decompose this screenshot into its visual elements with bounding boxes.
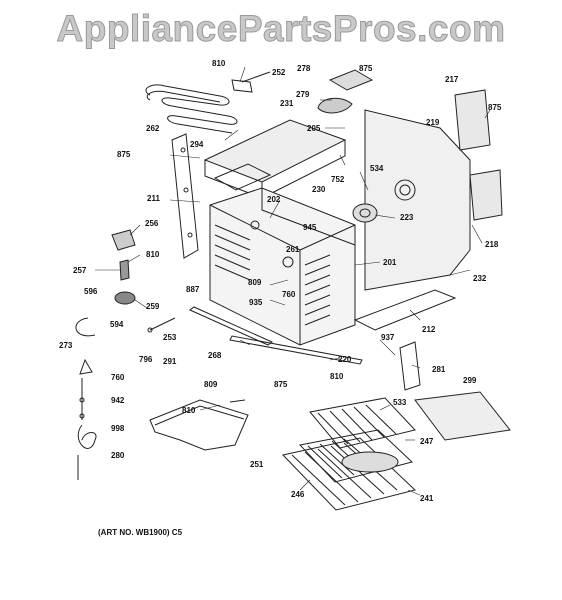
part-label: 273 [59,341,73,350]
broiler-pan [414,391,511,441]
left-bracket [171,133,199,259]
part-label: 809 [204,380,218,389]
part-label: 596 [84,287,98,296]
part-label: 201 [383,258,397,267]
part-label: 291 [163,357,177,366]
part-label: 810 [330,372,344,381]
part-label: 279 [296,90,310,99]
part-label: 251 [250,460,264,469]
part-label: 294 [190,140,204,149]
part-label: 594 [110,320,124,329]
part-label: 212 [422,325,436,334]
watermark-text: AppliancePartsPros.com [56,8,506,50]
rear-wall [364,109,471,291]
part-label: 262 [146,124,160,133]
convection-fan [352,203,378,223]
part-label: 935 [249,298,263,307]
part-label: 205 [307,124,321,133]
broil-element [145,71,271,134]
part-label: 887 [186,285,200,294]
part-label: 281 [432,365,446,374]
part-label: 533 [393,398,407,407]
part-label: 253 [163,333,177,342]
part-label: 942 [111,396,125,405]
part-label: 257 [73,266,87,275]
door-hinge [399,341,421,391]
part-label: 217 [445,75,459,84]
part-label: 945 [303,223,317,232]
part-label: 256 [145,219,159,228]
part-label: 218 [485,240,499,249]
part-label: 278 [297,64,311,73]
part-label: 230 [312,185,326,194]
part-label: 937 [381,333,395,342]
part-label: 280 [111,451,125,460]
part-label: 875 [274,380,288,389]
part-label: 810 [146,250,160,259]
top-panel [203,119,347,199]
part-label: 534 [370,164,384,173]
part-label: 202 [267,195,281,204]
trim-strips [189,306,363,365]
part-label: 796 [139,355,153,364]
part-label: 259 [146,302,160,311]
part-label: 809 [248,278,262,287]
part-label: 252 [272,68,286,77]
part-label: 299 [463,376,477,385]
part-label: 223 [400,213,414,222]
oven-cavity [209,187,356,346]
part-label: 246 [291,490,305,499]
part-label: 268 [208,351,222,360]
vent-cover [317,69,374,114]
part-label: 247 [420,437,434,446]
oven-racks [282,397,417,511]
part-label: 211 [147,194,160,203]
part-label: 241 [420,494,434,503]
part-label: 220 [338,355,352,364]
left-components [75,229,176,480]
part-label: 760 [282,290,296,299]
part-label: 875 [359,64,373,73]
part-label: 232 [473,274,487,283]
art-number: (ART NO. WB1900) C5 [98,528,183,537]
part-label: 810 [182,406,196,415]
part-label: 219 [426,118,440,127]
part-label: 231 [280,99,294,108]
part-label: 875 [488,103,502,112]
bake-element [149,399,249,451]
part-label: 810 [212,59,226,68]
control-boards [454,89,503,221]
part-label: 760 [111,373,125,382]
part-label: 875 [117,150,131,159]
bottom-tray [353,289,457,331]
part-label: 261 [286,245,300,254]
leader-lines [95,66,491,496]
part-label: 998 [111,424,125,433]
part-label: 752 [331,175,345,184]
